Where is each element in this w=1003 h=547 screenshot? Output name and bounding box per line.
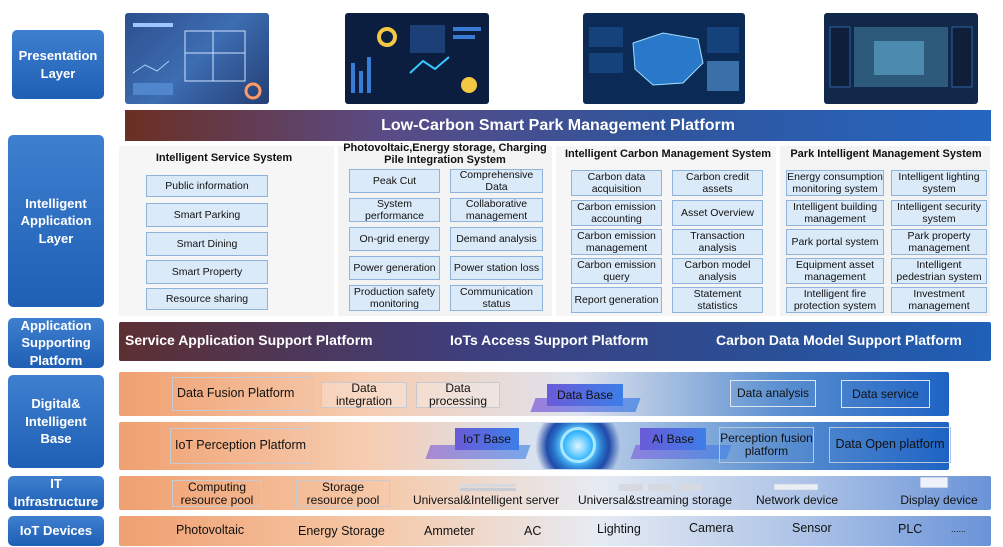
storage-icon <box>619 479 701 491</box>
iot-base: IoT Base <box>455 428 519 450</box>
iot-device: Camera <box>689 521 734 535</box>
data-open-platform: Data Open platform <box>829 427 951 463</box>
dashboard-screenshot <box>125 13 269 104</box>
service-item: Collaborative management <box>450 198 543 222</box>
iot-device: Ammeter <box>424 524 475 538</box>
service-item: System performance <box>349 198 440 222</box>
data-base: Data Base <box>547 384 623 406</box>
perception-fusion-platform: Perception fusion platform <box>719 427 814 463</box>
platform-title: Low-Carbon Smart Park Management Platfor… <box>125 110 991 141</box>
it-band <box>119 476 991 510</box>
layer-label-digital: Digital& Intelligent Base <box>8 375 104 468</box>
ring-shape <box>560 427 596 463</box>
iot-device: Lighting <box>597 522 641 536</box>
service-item: Smart Parking <box>146 203 268 227</box>
dashboard-screenshot <box>824 13 978 104</box>
universal-intelligent-server: Universal&Intelligent server <box>412 493 560 507</box>
iot-device: Energy Storage <box>298 524 385 538</box>
supporting-band <box>119 322 991 361</box>
layer-label-it: IT Infrastructure <box>8 476 104 510</box>
supporting-platform: IoTs Access Support Platform <box>450 332 649 348</box>
system-title: Park Intelligent Management System <box>790 148 982 160</box>
service-item: Comprehensive Data <box>450 169 543 193</box>
service-item: Carbon data acquisition <box>571 170 662 196</box>
service-item: Asset Overview <box>672 200 763 226</box>
network-device: Network device <box>755 493 839 507</box>
computing-resource-pool: Computing resource pool <box>172 480 262 507</box>
service-item: Carbon emission accounting <box>571 200 662 226</box>
service-item: Transaction analysis <box>672 229 763 255</box>
service-item: Power station loss <box>450 256 543 280</box>
service-item: Carbon emission query <box>571 258 662 284</box>
data-service: Data service <box>841 380 930 408</box>
system-title: Photovoltaic,Energy storage, Charging Pi… <box>343 142 547 167</box>
service-item: Intelligent building management <box>786 200 884 226</box>
system-panel <box>119 146 334 316</box>
dashboard-screenshot <box>345 13 489 104</box>
service-item: Carbon emission management <box>571 229 662 255</box>
service-item: Peak Cut <box>349 169 440 193</box>
service-item: Park portal system <box>786 229 884 255</box>
service-item: Smart Dining <box>146 232 268 256</box>
service-item: Carbon model analysis <box>672 258 763 284</box>
server-icon <box>460 479 516 491</box>
iot-device: Photovoltaic <box>176 523 245 537</box>
iot-device: Sensor <box>792 521 832 535</box>
iot-perception-platform: IoT Perception Platform <box>170 428 312 464</box>
service-item: Energy consumption monitoring system <box>786 170 884 196</box>
service-item: On-grid energy <box>349 227 440 251</box>
layer-label-presentation: Presentation Layer <box>12 30 104 99</box>
universal-streaming-storage: Universal&streaming storage <box>577 493 733 507</box>
service-item: Communication status <box>450 285 543 311</box>
service-item: Production safety monitoring <box>349 285 440 311</box>
service-item: Statement statistics <box>672 287 763 313</box>
supporting-platform: Carbon Data Model Support Platform <box>716 332 962 348</box>
layer-label-supporting: Application Supporting Platform <box>8 318 104 368</box>
iot-device: PLC <box>898 522 923 536</box>
service-item: Park property management <box>891 229 987 255</box>
dashboard-screenshot <box>583 13 745 104</box>
service-item: Demand analysis <box>450 227 543 251</box>
data-analysis: Data analysis <box>730 380 816 407</box>
service-item: Investment management <box>891 287 987 313</box>
storage-resource-pool: Storage resource pool <box>296 480 390 507</box>
service-item: Intelligent fire protection system <box>786 287 884 313</box>
service-item: Smart Property <box>146 260 268 284</box>
iot-device: AC <box>524 524 542 538</box>
ai-base: AI Base <box>640 428 706 450</box>
iot-band <box>119 516 991 546</box>
service-item: Intelligent lighting system <box>891 170 987 196</box>
service-item: Equipment asset management <box>786 258 884 284</box>
service-item: Intelligent pedestrian system <box>891 258 987 284</box>
layer-label-application: Intelligent Application Layer <box>8 135 104 307</box>
service-item: Resource sharing <box>146 288 268 310</box>
data-fusion-platform: Data Fusion Platform <box>172 377 314 411</box>
system-title: Intelligent Service System <box>155 152 293 164</box>
service-item: Intelligent security system <box>891 200 987 226</box>
display-device-icon <box>918 476 950 490</box>
data-integration: Data integration <box>321 382 407 408</box>
service-item: Report generation <box>571 287 662 313</box>
service-item: Power generation <box>349 256 440 280</box>
supporting-platform: Service Application Support Platform <box>125 332 373 348</box>
network-device-icon <box>773 479 819 491</box>
iot-device-ellipsis: ...... <box>951 524 967 534</box>
display-device: Display device <box>900 493 978 507</box>
data-processing: Data processing <box>416 382 500 408</box>
service-item: Carbon credit assets <box>672 170 763 196</box>
system-title: Intelligent Carbon Management System <box>565 148 771 160</box>
layer-label-iot: IoT Devices <box>8 516 104 546</box>
service-item: Public information <box>146 175 268 197</box>
